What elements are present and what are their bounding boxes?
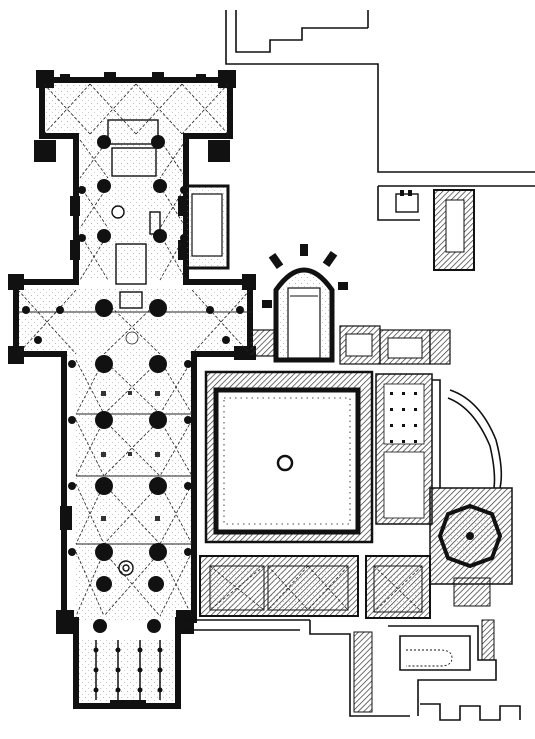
north-property-lines <box>225 10 535 221</box>
cathedral-floor-fill <box>18 84 252 708</box>
west-porch-column-bases <box>93 647 163 693</box>
north-annex <box>184 184 230 270</box>
chapter-house <box>262 244 348 363</box>
south-east-apse <box>406 649 453 667</box>
crossing <box>125 331 139 345</box>
aisle-bases <box>101 391 160 521</box>
baptismal-font <box>118 560 134 576</box>
north-tower <box>395 189 475 271</box>
polygonal-chapel <box>429 487 513 585</box>
south-range-vaulting <box>209 565 423 613</box>
undercroft-columns <box>390 392 417 443</box>
choir-stalls <box>107 119 161 309</box>
east-precinct <box>432 379 503 489</box>
undercroft <box>375 373 433 525</box>
east-range-rooms <box>345 333 423 359</box>
wall-shafts <box>22 186 244 556</box>
south-walkway <box>184 619 310 631</box>
south-east-annex-fill <box>353 577 495 713</box>
south-east-buildings <box>309 620 521 721</box>
cloister <box>204 370 374 544</box>
west-door <box>110 700 146 708</box>
cathedral <box>8 70 256 709</box>
